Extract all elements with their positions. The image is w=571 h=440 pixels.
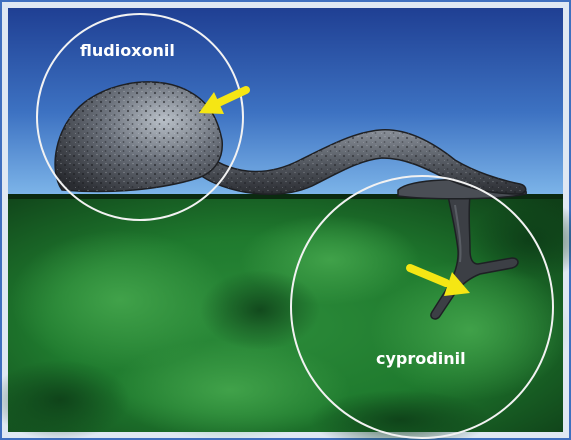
leaf-tissue bbox=[0, 194, 571, 440]
fludioxonil-label: fludioxonil bbox=[80, 41, 175, 60]
cyprodinil-label: cyprodinil bbox=[376, 349, 466, 368]
